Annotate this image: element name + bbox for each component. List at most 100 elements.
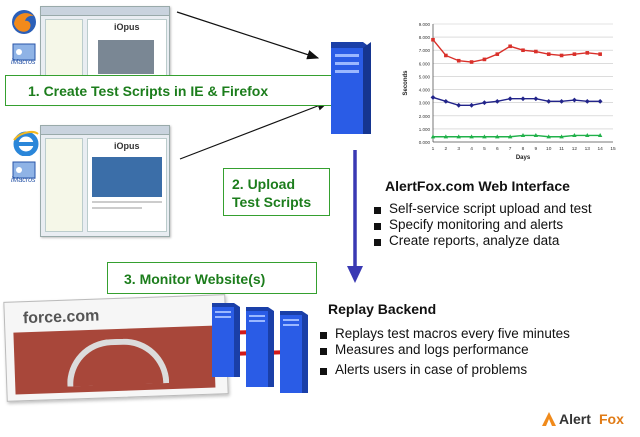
firefox-icon bbox=[10, 8, 38, 36]
chart-data-point bbox=[572, 97, 577, 103]
chart-x-tick-label: 14 bbox=[597, 146, 603, 152]
chart-y-tick-label: 4.000 bbox=[419, 88, 431, 93]
chart-data-point bbox=[546, 98, 552, 104]
chart-data-point bbox=[597, 98, 603, 104]
chart-data-point bbox=[469, 134, 474, 139]
step-create-scripts: 1. Create Test Scripts in IE & Firefox bbox=[5, 75, 332, 106]
chart-x-tick-label: 15 bbox=[610, 146, 616, 152]
chart-y-tick-label: 9.000 bbox=[419, 22, 431, 27]
chart-y-tick-label: 0.000 bbox=[419, 140, 431, 145]
alertfox-logo-fox: Fox bbox=[599, 411, 624, 427]
chart-data-point bbox=[443, 98, 449, 104]
arrow-ie-to-server bbox=[179, 101, 330, 160]
chart-data-point bbox=[597, 133, 603, 138]
imacros-icon-bottom: iMacros bbox=[11, 160, 39, 184]
chart-data-point bbox=[469, 60, 474, 64]
chart-x-tick-label: 2 bbox=[445, 146, 448, 152]
chart-x-axis-label: Days bbox=[516, 155, 531, 161]
iopus-label-bottom: iOpus bbox=[114, 141, 140, 151]
imacros-label-top: iMacros bbox=[11, 59, 36, 66]
chart-x-tick-label: 7 bbox=[509, 146, 512, 152]
chart-data-point bbox=[585, 51, 590, 55]
chart-x-tick-label: 4 bbox=[470, 146, 473, 152]
chart-data-point bbox=[430, 134, 436, 139]
web-interface-item: Self-service script upload and test bbox=[372, 201, 592, 217]
chart-data-point bbox=[431, 37, 435, 42]
web-interface-item: Specify monitoring and alerts bbox=[372, 217, 592, 233]
chart-data-point bbox=[508, 44, 512, 49]
chart-data-point bbox=[534, 49, 538, 54]
chart-data-point bbox=[456, 134, 461, 139]
replay-backend-list: Replays test macros every five minutes M… bbox=[318, 326, 570, 378]
chart-x-tick-label: 5 bbox=[483, 146, 486, 152]
chart-data-point bbox=[598, 52, 602, 56]
chart-data-point bbox=[482, 134, 487, 139]
server-icon bbox=[325, 38, 375, 138]
chart-data-point bbox=[443, 134, 449, 139]
chart-x-tick-label: 6 bbox=[496, 146, 499, 152]
chart-data-point bbox=[559, 98, 564, 104]
chart-data-point bbox=[533, 96, 539, 102]
chart-data-point bbox=[584, 98, 590, 104]
chart-data-point bbox=[444, 53, 448, 58]
chart-data-point bbox=[482, 100, 487, 106]
ie-browser-thumbnail: iOpus bbox=[40, 125, 170, 237]
chart-data-point bbox=[520, 133, 526, 138]
replay-backend-title: Replay Backend bbox=[328, 301, 437, 317]
alertfox-logo: Alert Fox bbox=[540, 407, 635, 431]
chart-data-point bbox=[469, 102, 474, 108]
chart-data-point bbox=[507, 134, 513, 139]
chart-series-line bbox=[433, 134, 601, 138]
chart-data-point bbox=[521, 48, 525, 53]
chart-y-axis-label: Seconds bbox=[403, 70, 409, 96]
chart-x-tick-label: 13 bbox=[585, 146, 591, 152]
step-upload-scripts: 2. Upload Test Scripts bbox=[223, 168, 330, 216]
web-interface-item: Create reports, analyze data bbox=[372, 233, 592, 249]
chart-data-point bbox=[507, 96, 513, 102]
arrow-firefox-to-server bbox=[176, 11, 320, 60]
chart-data-point bbox=[572, 52, 577, 56]
chart-data-point bbox=[572, 133, 577, 138]
chart-y-tick-label: 7.000 bbox=[419, 48, 431, 53]
iopus-label-top: iOpus bbox=[114, 22, 140, 32]
chart-y-tick-label: 3.000 bbox=[419, 101, 431, 106]
chart-data-point bbox=[482, 57, 487, 62]
chart-data-point bbox=[430, 95, 436, 100]
chart-data-point bbox=[520, 96, 526, 102]
chart-y-tick-label: 8.000 bbox=[419, 35, 431, 40]
chart-data-point bbox=[456, 58, 461, 63]
chart-x-tick-label: 12 bbox=[572, 146, 578, 152]
imacros-label-bottom: iMacros bbox=[11, 177, 36, 184]
replay-servers bbox=[210, 297, 320, 397]
chart-x-tick-label: 1 bbox=[432, 146, 435, 152]
chart-data-point bbox=[585, 133, 590, 138]
step-upload-line1: 2. Upload bbox=[232, 176, 296, 192]
arrow-server-down-head bbox=[347, 266, 363, 283]
chart-x-tick-label: 8 bbox=[522, 146, 525, 152]
chart-data-point bbox=[456, 102, 462, 108]
internet-explorer-icon bbox=[12, 130, 40, 157]
web-interface-list: Self-service script upload and test Spec… bbox=[372, 201, 592, 249]
performance-chart: 0.0001.0002.0003.0004.0005.0006.0007.000… bbox=[403, 22, 616, 161]
web-interface-title: AlertFox.com Web Interface bbox=[385, 178, 570, 194]
replay-backend-item: Alerts users in case of problems bbox=[318, 362, 570, 378]
alertfox-logo-alert: Alert bbox=[559, 411, 591, 427]
replay-backend-item: Measures and logs performance bbox=[318, 342, 570, 358]
chart-data-point bbox=[495, 134, 500, 139]
chart-y-tick-label: 1.000 bbox=[419, 127, 431, 132]
chart-y-tick-label: 5.000 bbox=[419, 74, 431, 79]
chart-x-tick-label: 11 bbox=[559, 146, 564, 152]
step-monitor-website: 3. Monitor Website(s) bbox=[107, 262, 317, 294]
replay-backend-item: Replays test macros every five minutes bbox=[318, 326, 570, 342]
chart-y-tick-label: 2.000 bbox=[419, 114, 431, 119]
imacros-icon-top: iMacros bbox=[11, 42, 39, 66]
chart-data-point bbox=[546, 52, 551, 56]
chart-data-point bbox=[559, 53, 564, 58]
chart-x-tick-label: 10 bbox=[546, 146, 552, 152]
step-upload-line2: Test Scripts bbox=[232, 194, 312, 210]
chart-data-point bbox=[546, 134, 551, 139]
step-create-scripts-label: 1. Create Test Scripts in IE & Firefox bbox=[28, 83, 269, 99]
chart-data-point bbox=[495, 52, 500, 56]
step-monitor-label: 3. Monitor Website(s) bbox=[124, 271, 266, 287]
chart-data-point bbox=[494, 98, 500, 104]
